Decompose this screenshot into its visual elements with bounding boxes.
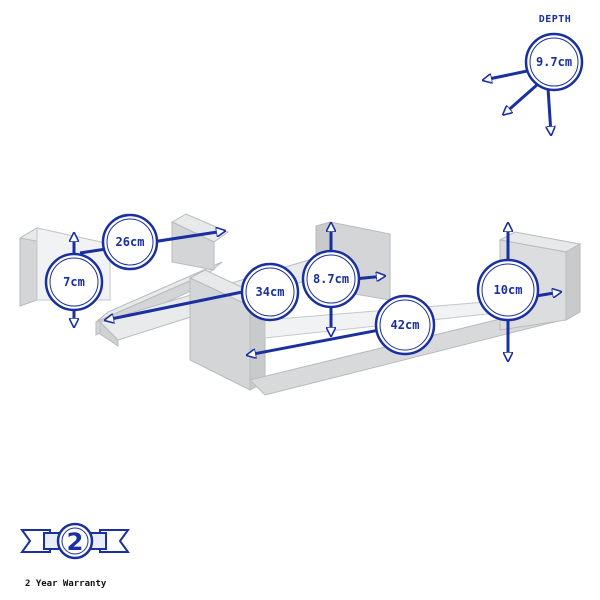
warranty-years: 2: [67, 528, 84, 556]
label-circle-small-height: 7cm: [44, 252, 104, 312]
medium-width-label: 34cm: [256, 285, 285, 299]
depth-value-label: 9.7cm: [536, 55, 572, 69]
warranty-text: 2 Year Warranty: [25, 579, 107, 589]
medium-height-label: 8.7cm: [313, 272, 349, 286]
label-circle-large-width: 42cm: [374, 294, 436, 356]
large-height-label: 10cm: [494, 283, 523, 297]
label-circle-small-width: 26cm: [101, 213, 159, 271]
arrow-depth-left: [484, 68, 533, 80]
label-circle-large-height: 10cm: [476, 258, 540, 322]
small-width-label: 26cm: [116, 235, 145, 249]
depth-title: DEPTH: [539, 14, 572, 25]
small-height-label: 7cm: [63, 275, 85, 289]
arrow-large-width: [248, 326, 391, 355]
label-circle-medium-height: 8.7cm: [301, 249, 361, 309]
arrow-depth-down: [548, 87, 551, 134]
label-circle-depth: 9.7cm: [524, 32, 584, 92]
label-circle-medium-width: 34cm: [240, 262, 300, 322]
arrow-medium-width: [106, 288, 253, 320]
warranty-badge: 2 2 Year Warranty: [20, 522, 130, 589]
arrow-depth-down-left: [504, 82, 539, 114]
large-width-label: 42cm: [391, 318, 420, 332]
